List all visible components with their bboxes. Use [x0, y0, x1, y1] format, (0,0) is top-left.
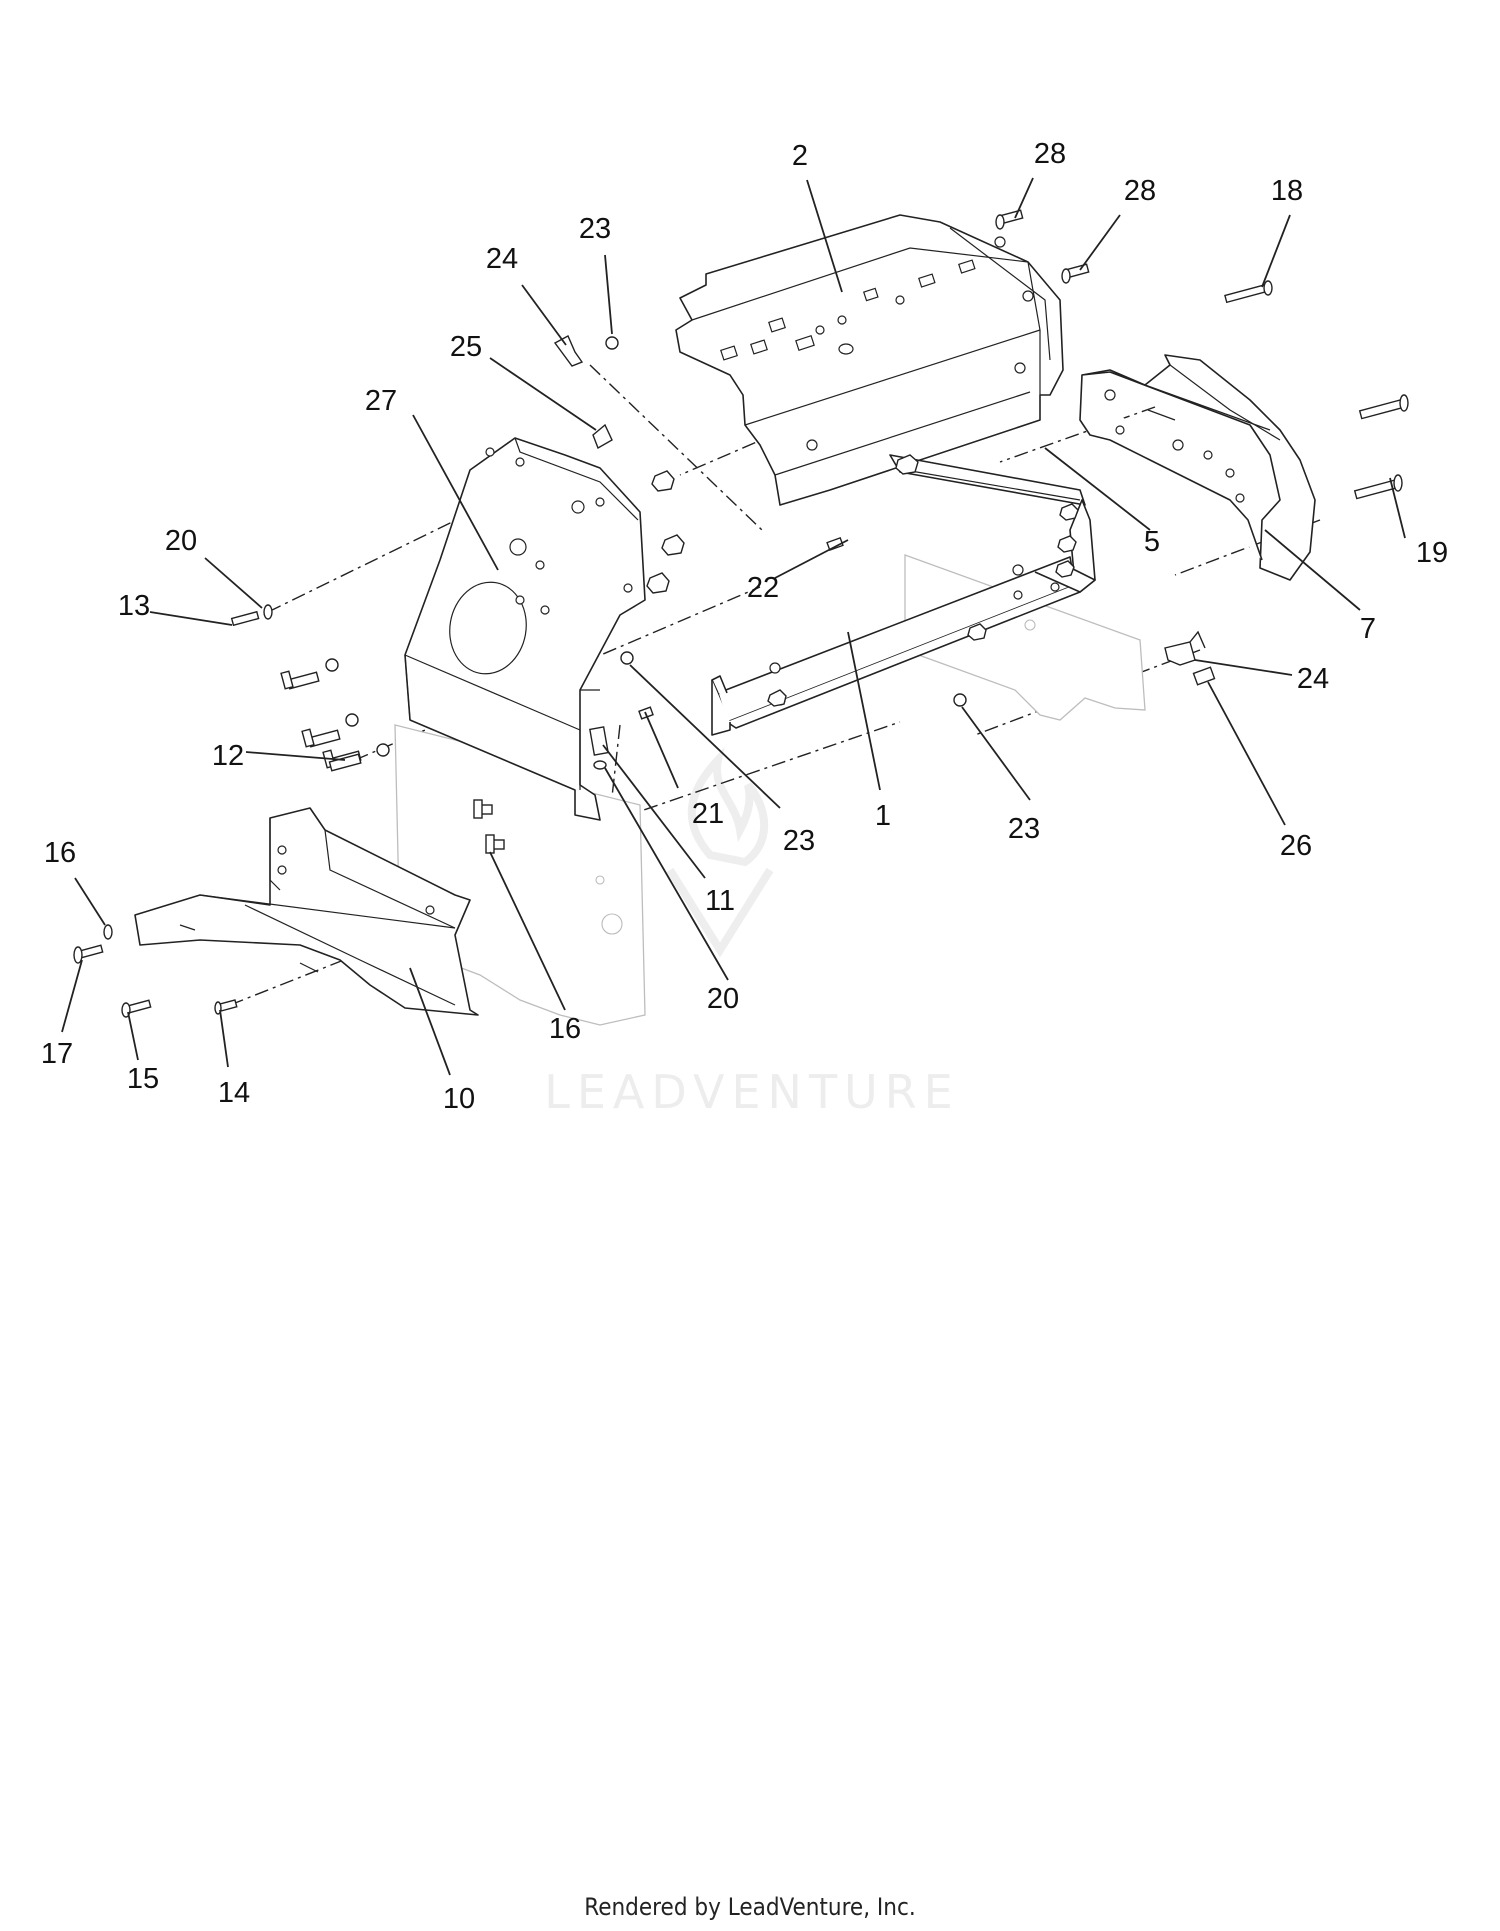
- callout-28-top: 28: [1034, 138, 1066, 170]
- callout-19: 19: [1416, 537, 1448, 569]
- callout-11: 11: [705, 885, 735, 917]
- callout-24-right: 24: [1297, 663, 1329, 695]
- callout-1: 1: [875, 800, 891, 832]
- callout-27: 27: [365, 385, 397, 417]
- callout-23-center: 23: [783, 825, 815, 857]
- callout-12: 12: [212, 740, 244, 772]
- callout-25: 25: [450, 331, 482, 363]
- callout-20-left: 20: [165, 525, 197, 557]
- callout-16-bottom: 16: [549, 1013, 581, 1045]
- callout-10: 10: [443, 1083, 475, 1115]
- callout-22: 22: [747, 572, 779, 604]
- callout-28-right: 28: [1124, 175, 1156, 207]
- callout-23-right: 23: [1008, 813, 1040, 845]
- footer-credit: Rendered by LeadVenture, Inc.: [584, 1893, 916, 1921]
- callout-2: 2: [792, 140, 808, 172]
- callout-14: 14: [218, 1077, 250, 1109]
- callout-23-top: 23: [579, 213, 611, 245]
- callout-18: 18: [1271, 175, 1303, 207]
- callout-20-bottom: 20: [707, 983, 739, 1015]
- part-right-shield: [1079, 354, 1316, 581]
- callout-15: 15: [127, 1063, 159, 1095]
- watermark-text: LEADVENTURE: [544, 1065, 960, 1119]
- callout-16-left: 16: [44, 837, 76, 869]
- leadventure-watermark: LEADVENTURE: [544, 746, 960, 1119]
- callout-7: 7: [1360, 613, 1376, 645]
- callout-24-top: 24: [486, 243, 518, 275]
- callout-17: 17: [41, 1038, 73, 1070]
- part-left-side-panel: [404, 437, 646, 821]
- callout-21: 21: [692, 798, 724, 830]
- hardware: [73, 209, 1409, 1018]
- part-upper-console: [675, 214, 1064, 506]
- callout-labels: 2 28 28 18 23 24 25 27 20 13 5 19 22 7 2…: [41, 138, 1448, 1115]
- callout-5: 5: [1144, 526, 1160, 558]
- callout-26: 26: [1280, 830, 1312, 862]
- part-lower-left-shield: [134, 807, 479, 1016]
- callout-13: 13: [118, 590, 150, 622]
- leader-lines: [61, 177, 1406, 1076]
